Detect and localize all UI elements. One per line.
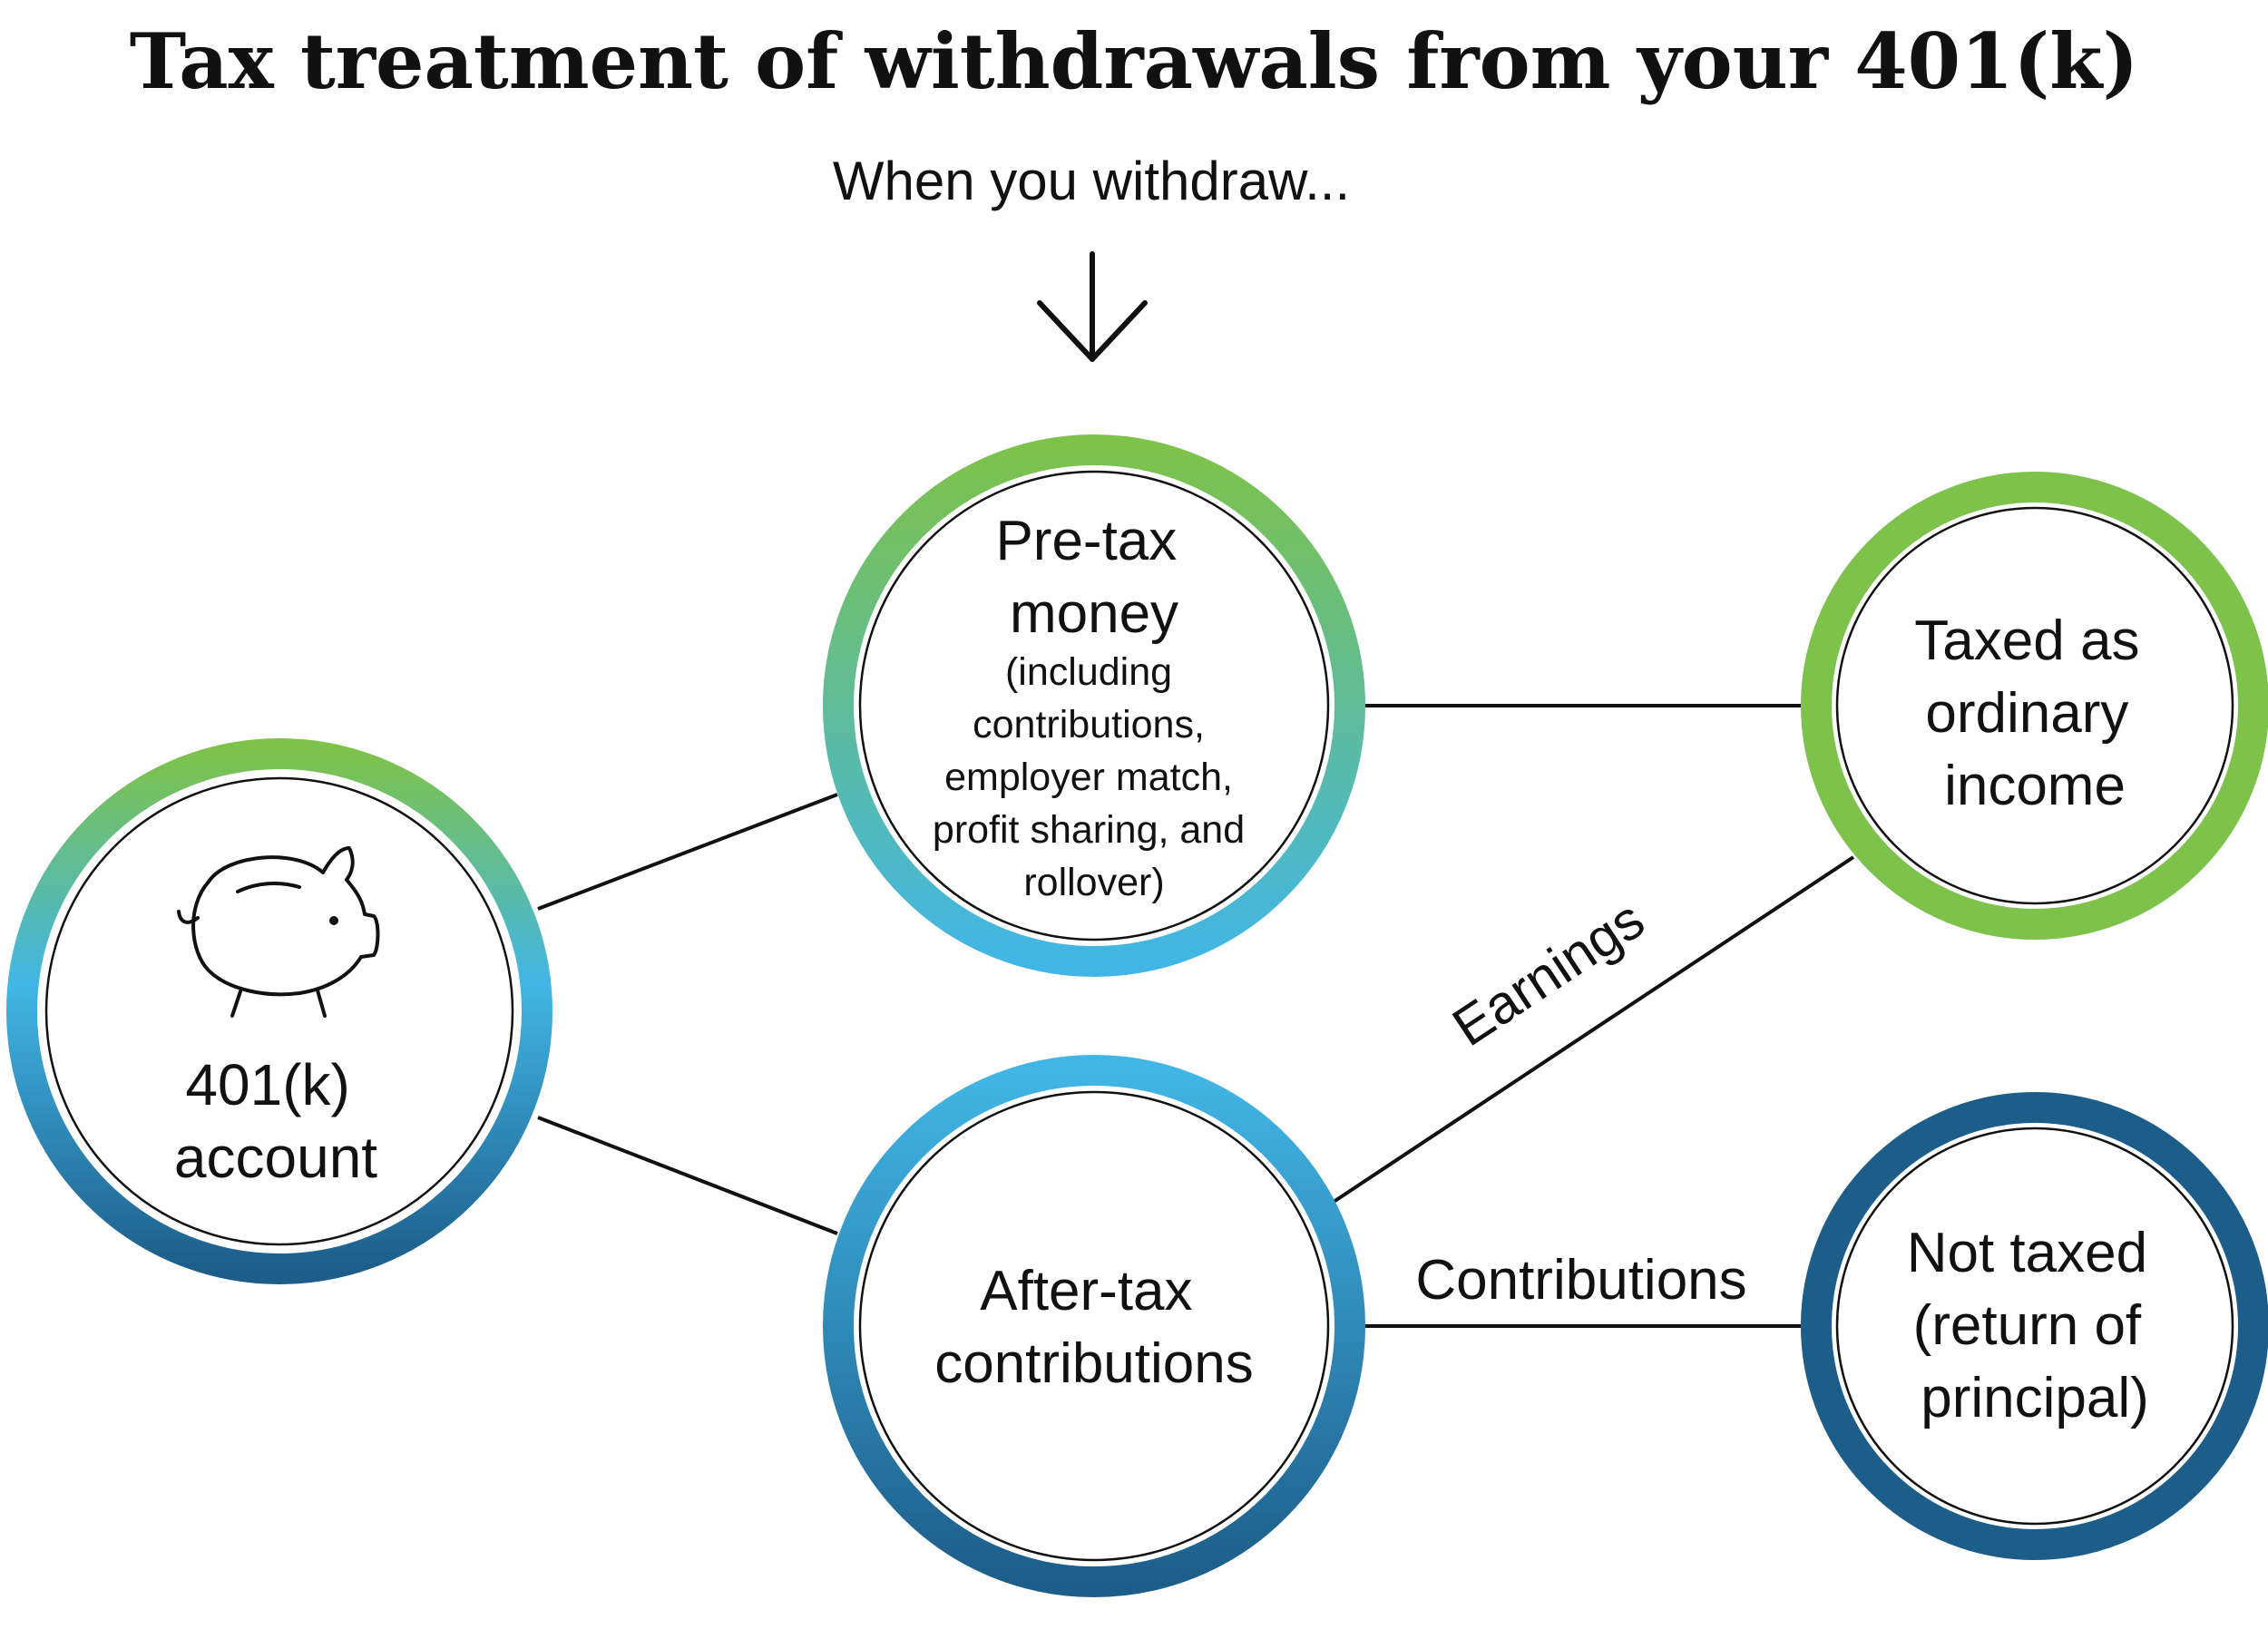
svg-text:Pre-tax money: Pre-tax money	[995, 510, 1192, 645]
pretax-sub-line1: (including	[1005, 650, 1172, 694]
nottaxed-label-line3: principal)	[1921, 1367, 2149, 1429]
diagram-subtitle: When you withdraw...	[832, 151, 1351, 211]
diagram-title: Tax treatment of withdrawals from your 4…	[129, 16, 2139, 106]
svg-text:401(k) account: 401(k) account	[174, 1052, 377, 1190]
pretax-sub-line4: profit sharing, and	[933, 808, 1245, 852]
account-label-line2: account	[174, 1125, 377, 1190]
node-aftertax-contributions: After-tax contributions	[823, 1055, 1365, 1597]
pretax-sub-line5: rollover)	[1023, 861, 1164, 904]
node-not-taxed: Not taxed (return of principal)	[1801, 1092, 2268, 1560]
node-pretax-money: Pre-tax money (including contributions, …	[823, 434, 1365, 977]
nottaxed-label-line2: (return of	[1913, 1294, 2142, 1357]
svg-text:(including contributions: (including contributions, employer match…	[933, 650, 1256, 904]
edge-aftertax-ordinary	[1332, 855, 1855, 1204]
edge-label-earnings: Earnings	[1442, 889, 1654, 1058]
aftertax-label-line1: After-tax	[980, 1260, 1192, 1322]
account-label-line1: 401(k)	[185, 1052, 349, 1117]
ordinary-label-line3: income	[1944, 755, 2126, 817]
svg-text:Taxed as ordinary: Taxed as ordinary income	[1914, 610, 2155, 817]
pretax-label-line1: Pre-tax	[995, 510, 1177, 572]
pretax-sub-line2: contributions,	[973, 703, 1205, 746]
svg-text:Not taxed (return of: Not taxed (return of principal)	[1907, 1222, 2164, 1429]
edge-account-pretax	[537, 793, 838, 911]
ordinary-label-line1: Taxed as	[1914, 610, 2139, 672]
pretax-sub-line3: employer match,	[944, 756, 1233, 799]
edge-account-aftertax	[537, 1116, 838, 1235]
edge-label-contributions: Contributions	[1415, 1249, 1746, 1312]
pretax-label-line2: money	[1010, 582, 1178, 645]
svg-text:After-tax contributions: After-tax contributions	[934, 1260, 1254, 1395]
ordinary-label-line2: ordinary	[1925, 682, 2128, 745]
nottaxed-label-line1: Not taxed	[1907, 1222, 2147, 1284]
down-arrow-icon	[1037, 251, 1148, 362]
aftertax-label-line2: contributions	[934, 1332, 1254, 1395]
piggy-bank-icon	[177, 846, 380, 1018]
node-401k-account: 401(k) account	[6, 738, 552, 1284]
node-taxed-ordinary-income: Taxed as ordinary income	[1801, 472, 2268, 940]
